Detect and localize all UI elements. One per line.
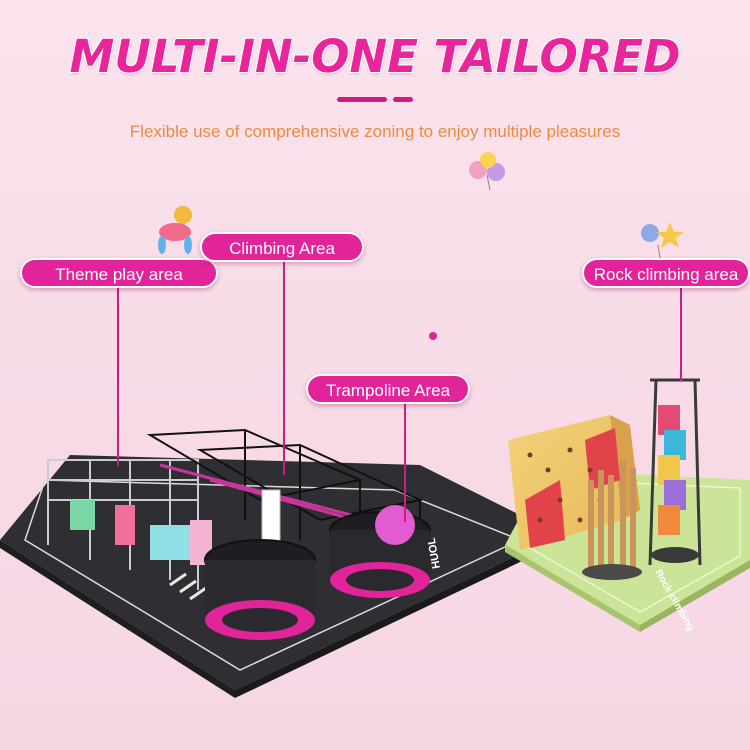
trampoline-leader-line — [404, 402, 406, 522]
callout-theme-play-area: Theme play area — [20, 258, 218, 288]
rock-leader-line — [680, 286, 682, 381]
theme-play-blocks — [70, 500, 212, 565]
climbing-leader-line — [283, 260, 285, 475]
callout-rock-climbing-area: Rock climbing area — [582, 258, 750, 288]
floor-brand-label: HUOL — [426, 537, 443, 570]
page-subtitle: Flexible use of comprehensive zoning to … — [129, 122, 621, 141]
callout-climbing-area: Climbing Area — [200, 232, 364, 262]
trampoline-enclosure-left — [204, 539, 316, 640]
balloon-dog-icon — [158, 206, 192, 254]
trampoline-enclosure-right — [329, 505, 431, 598]
page-title: MULTI-IN-ONE TAILORED — [69, 30, 681, 83]
callout-trampoline-area: Trampoline Area — [306, 374, 470, 404]
theme-leader-line — [117, 288, 119, 466]
title-divider — [337, 97, 417, 102]
balloon-pair-icon — [641, 222, 684, 259]
climbing-tower — [582, 378, 702, 580]
balloon-bunch-icon — [469, 152, 505, 191]
